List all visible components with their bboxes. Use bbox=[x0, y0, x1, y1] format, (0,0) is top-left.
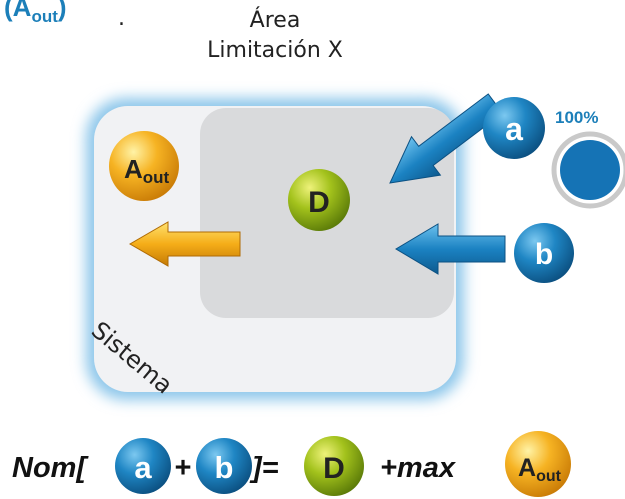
progress-label: 100% bbox=[555, 108, 599, 127]
formula-aout-circle: Aout bbox=[505, 431, 571, 497]
formula-plus: + bbox=[174, 452, 191, 484]
top-dot: . bbox=[118, 6, 125, 31]
node-b-label: b bbox=[535, 238, 553, 271]
formula-plus-max: +max bbox=[380, 452, 457, 484]
formula-b-label: b bbox=[215, 450, 234, 485]
formula-a-label: a bbox=[134, 450, 152, 485]
input-arrow-b bbox=[395, 223, 506, 275]
formula-close-eq: ]= bbox=[249, 452, 279, 484]
node-a-label: a bbox=[505, 111, 523, 147]
node-d: D bbox=[288, 169, 350, 231]
top-left-label-text: (A bbox=[4, 0, 32, 22]
formula-d-label: D bbox=[323, 452, 345, 485]
top-left-label-sub: out bbox=[31, 7, 58, 27]
node-b: b bbox=[514, 223, 574, 283]
progress-indicator bbox=[551, 131, 625, 209]
output-arrow bbox=[129, 221, 241, 267]
node-a: a bbox=[483, 97, 545, 159]
area-title-line1: Área bbox=[249, 8, 301, 33]
node-aout: Aout bbox=[109, 131, 179, 201]
area-title: Área Limitación X bbox=[180, 6, 370, 66]
formula-a-circle: a bbox=[115, 438, 171, 494]
formula-b-circle: b bbox=[196, 438, 252, 494]
formula-prefix: Nom[ bbox=[12, 452, 89, 484]
formula-d-circle: D bbox=[304, 436, 364, 496]
formula-aout-label: Aout bbox=[518, 454, 562, 485]
area-title-line2: Limitación X bbox=[207, 38, 343, 63]
top-left-label-close: ) bbox=[57, 0, 67, 22]
node-aout-label: Aout bbox=[124, 154, 170, 187]
top-left-label: (Aout) bbox=[4, 0, 67, 27]
node-d-label: D bbox=[308, 186, 330, 219]
